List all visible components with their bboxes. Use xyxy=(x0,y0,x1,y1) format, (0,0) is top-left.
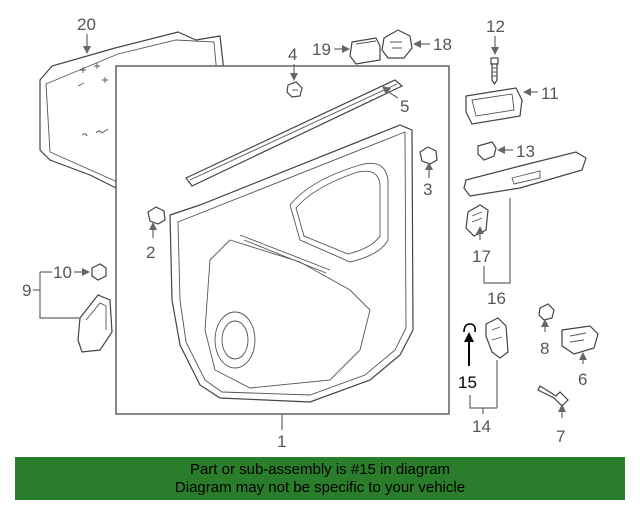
part-4-clip xyxy=(286,81,303,98)
part-10-clip xyxy=(91,263,107,281)
callout-label-18: 18 xyxy=(433,35,452,54)
callout-16-17: 17 16 xyxy=(472,198,511,308)
callout-label-20: 20 xyxy=(77,15,96,34)
callout-label-4: 4 xyxy=(288,45,297,64)
part-14-handle-base xyxy=(485,317,509,359)
callout-label-3: 3 xyxy=(423,180,432,199)
callout-label-7: 7 xyxy=(556,427,565,446)
callout-3: 3 xyxy=(423,162,433,199)
part-6-bracket xyxy=(561,325,599,355)
callout-label-11: 11 xyxy=(541,84,559,103)
callout-12: 12 xyxy=(486,17,505,55)
part-15-clip xyxy=(463,323,476,333)
part-2-clip xyxy=(147,206,166,225)
callout-4: 4 xyxy=(288,45,298,81)
part-17-switch-base xyxy=(465,204,489,237)
part-8-clip xyxy=(538,303,555,321)
part-9-cover xyxy=(77,294,113,353)
callout-label-13: 13 xyxy=(516,142,535,161)
callout-19: 19 xyxy=(312,40,350,59)
callout-20: 20 xyxy=(77,15,96,54)
callout-8: 8 xyxy=(540,319,549,358)
callout-6: 6 xyxy=(578,352,587,389)
callout-label-6: 6 xyxy=(578,370,587,389)
callout-14: 14 xyxy=(469,360,498,436)
part-12-screw xyxy=(490,57,499,86)
part-13-clip xyxy=(477,141,497,161)
part-16-armrest xyxy=(463,151,587,197)
callout-1: 1 xyxy=(277,414,286,451)
callout-15: 15 xyxy=(458,332,477,392)
callout-5: 5 xyxy=(382,86,409,116)
callout-label-10: 10 xyxy=(53,263,72,282)
part-19-switch xyxy=(349,37,381,65)
diagram-disclaimer: Diagram may not be specific to your vehi… xyxy=(174,479,466,496)
callout-13: 13 xyxy=(497,142,535,161)
callout-11: 11 xyxy=(523,84,559,103)
part-7-screw xyxy=(537,385,569,407)
callout-label-8: 8 xyxy=(540,339,549,358)
part-1-door-panel xyxy=(115,65,450,415)
callout-label-1: 1 xyxy=(277,432,286,451)
callout-2: 2 xyxy=(146,222,157,262)
callout-label-9: 9 xyxy=(22,281,31,300)
part-5-weatherstrip xyxy=(185,79,404,187)
callout-label-12: 12 xyxy=(486,17,505,36)
callout-18: 18 xyxy=(413,35,452,54)
part-11-bezel xyxy=(465,87,523,125)
callout-label-2: 2 xyxy=(146,243,155,262)
callout-label-19: 19 xyxy=(312,40,331,59)
callout-7: 7 xyxy=(556,404,566,446)
part-18-switch xyxy=(381,29,413,59)
part-info-line: Part or sub-assembly is #15 in diagram xyxy=(189,461,451,478)
callout-label-15: 15 xyxy=(458,373,477,392)
part-3-clip xyxy=(419,146,438,165)
callout-label-17: 17 xyxy=(472,247,491,266)
part-info-banner: Part or sub-assembly is #15 in diagram D… xyxy=(15,457,625,500)
callout-9-10: 10 9 xyxy=(22,263,90,319)
callout-label-16: 16 xyxy=(487,289,506,308)
callout-label-14: 14 xyxy=(472,417,491,436)
callout-label-5: 5 xyxy=(400,97,409,116)
